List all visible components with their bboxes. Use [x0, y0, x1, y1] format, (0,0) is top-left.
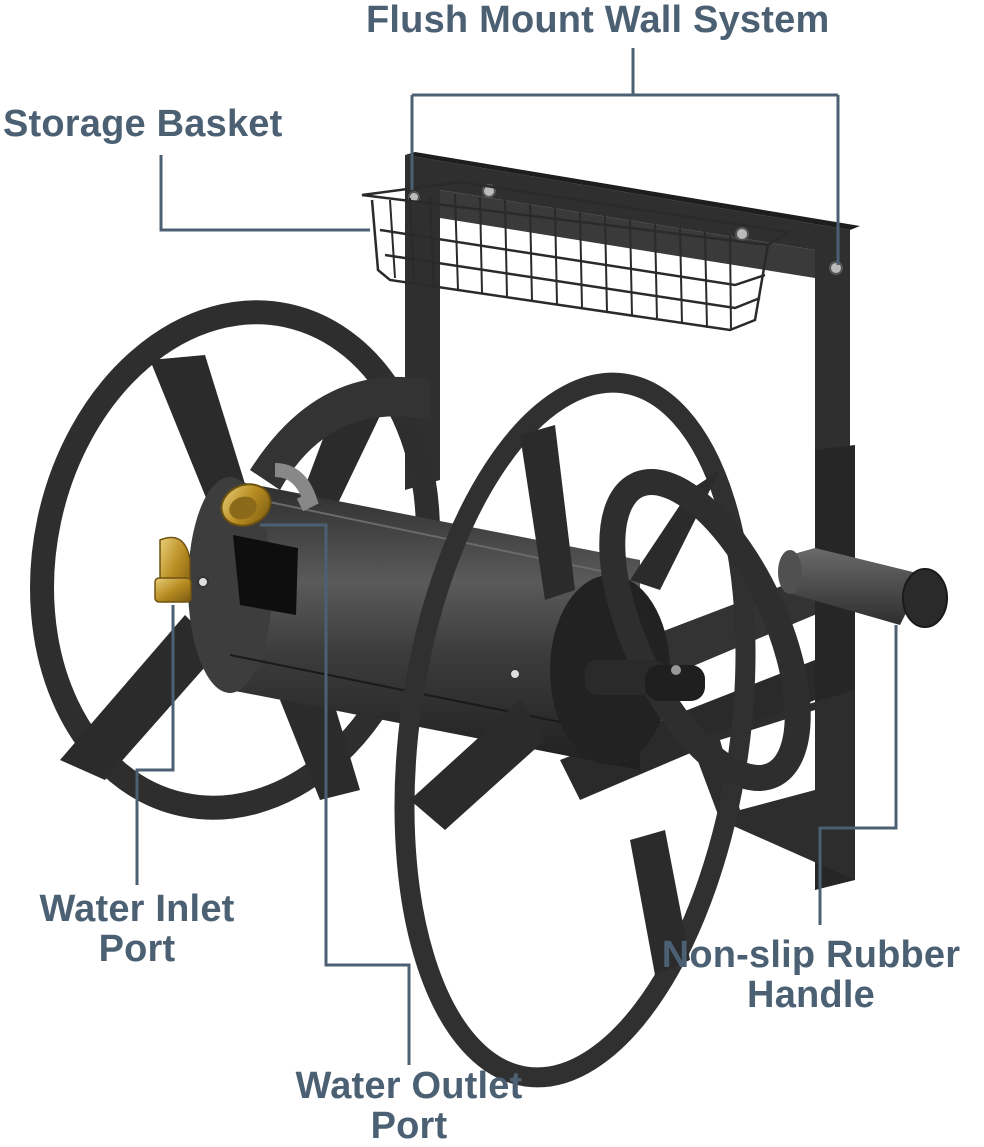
leader-flush-mount	[410, 48, 840, 265]
storage-basket-graphic	[361, 180, 792, 332]
label-water-inlet: Water Inlet Port	[39, 888, 235, 970]
leader-water-outlet	[260, 523, 411, 1065]
brass-fittings	[154, 463, 319, 603]
rubber-handle-graphic	[778, 548, 948, 628]
label-storage-basket: Storage Basket	[3, 103, 283, 145]
label-rubber-handle: Non-slip Rubber Handle	[661, 934, 961, 1016]
label-flush-mount: Flush Mount Wall System	[366, 0, 830, 41]
leader-storage-basket	[159, 155, 370, 232]
leader-water-inlet	[135, 605, 175, 885]
crank-assembly	[585, 469, 811, 791]
rear-reel-wheel	[30, 300, 440, 820]
label-water-outlet: Water Outlet Port	[295, 1065, 523, 1147]
leader-lines	[135, 48, 898, 1065]
leader-rubber-handle	[818, 625, 898, 925]
